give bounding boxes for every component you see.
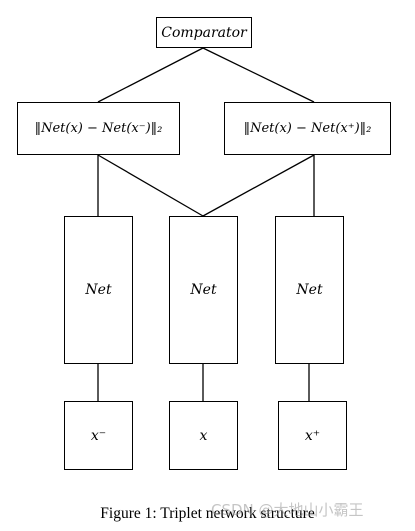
input-anchor-label: x [199, 427, 208, 444]
distance-box-negative: ‖Net(x) − Net(x⁻)‖₂ [17, 102, 180, 155]
distance-positive-label: ‖Net(x) − Net(x⁺)‖₂ [243, 121, 372, 136]
net-box-negative: Net [64, 216, 133, 364]
input-negative-label: x⁻ [90, 427, 107, 444]
comparator-label: Comparator [161, 24, 247, 41]
edge-left-to-net-center [97, 154, 204, 217]
net-box-positive: Net [275, 216, 344, 364]
comparator-box: Comparator [156, 17, 252, 48]
net-anchor-label: Net [190, 282, 217, 298]
edge-right-to-net-center [202, 154, 315, 217]
input-box-positive: x⁺ [278, 401, 347, 470]
distance-negative-label: ‖Net(x) − Net(x⁻)‖₂ [34, 121, 163, 136]
distance-box-positive: ‖Net(x) − Net(x⁺)‖₂ [224, 102, 391, 155]
edge-comparator-right [202, 47, 315, 103]
input-positive-label: x⁺ [304, 427, 321, 444]
edge-comparator-left [97, 47, 204, 103]
figure-caption: Figure 1: Triplet network structure [100, 505, 315, 522]
watermark: CSDN @大地山小霸王 [211, 501, 364, 519]
net-positive-label: Net [296, 282, 323, 298]
input-box-anchor: x [169, 401, 238, 470]
net-box-anchor: Net [169, 216, 238, 364]
net-negative-label: Net [85, 282, 112, 298]
input-box-negative: x⁻ [64, 401, 133, 470]
